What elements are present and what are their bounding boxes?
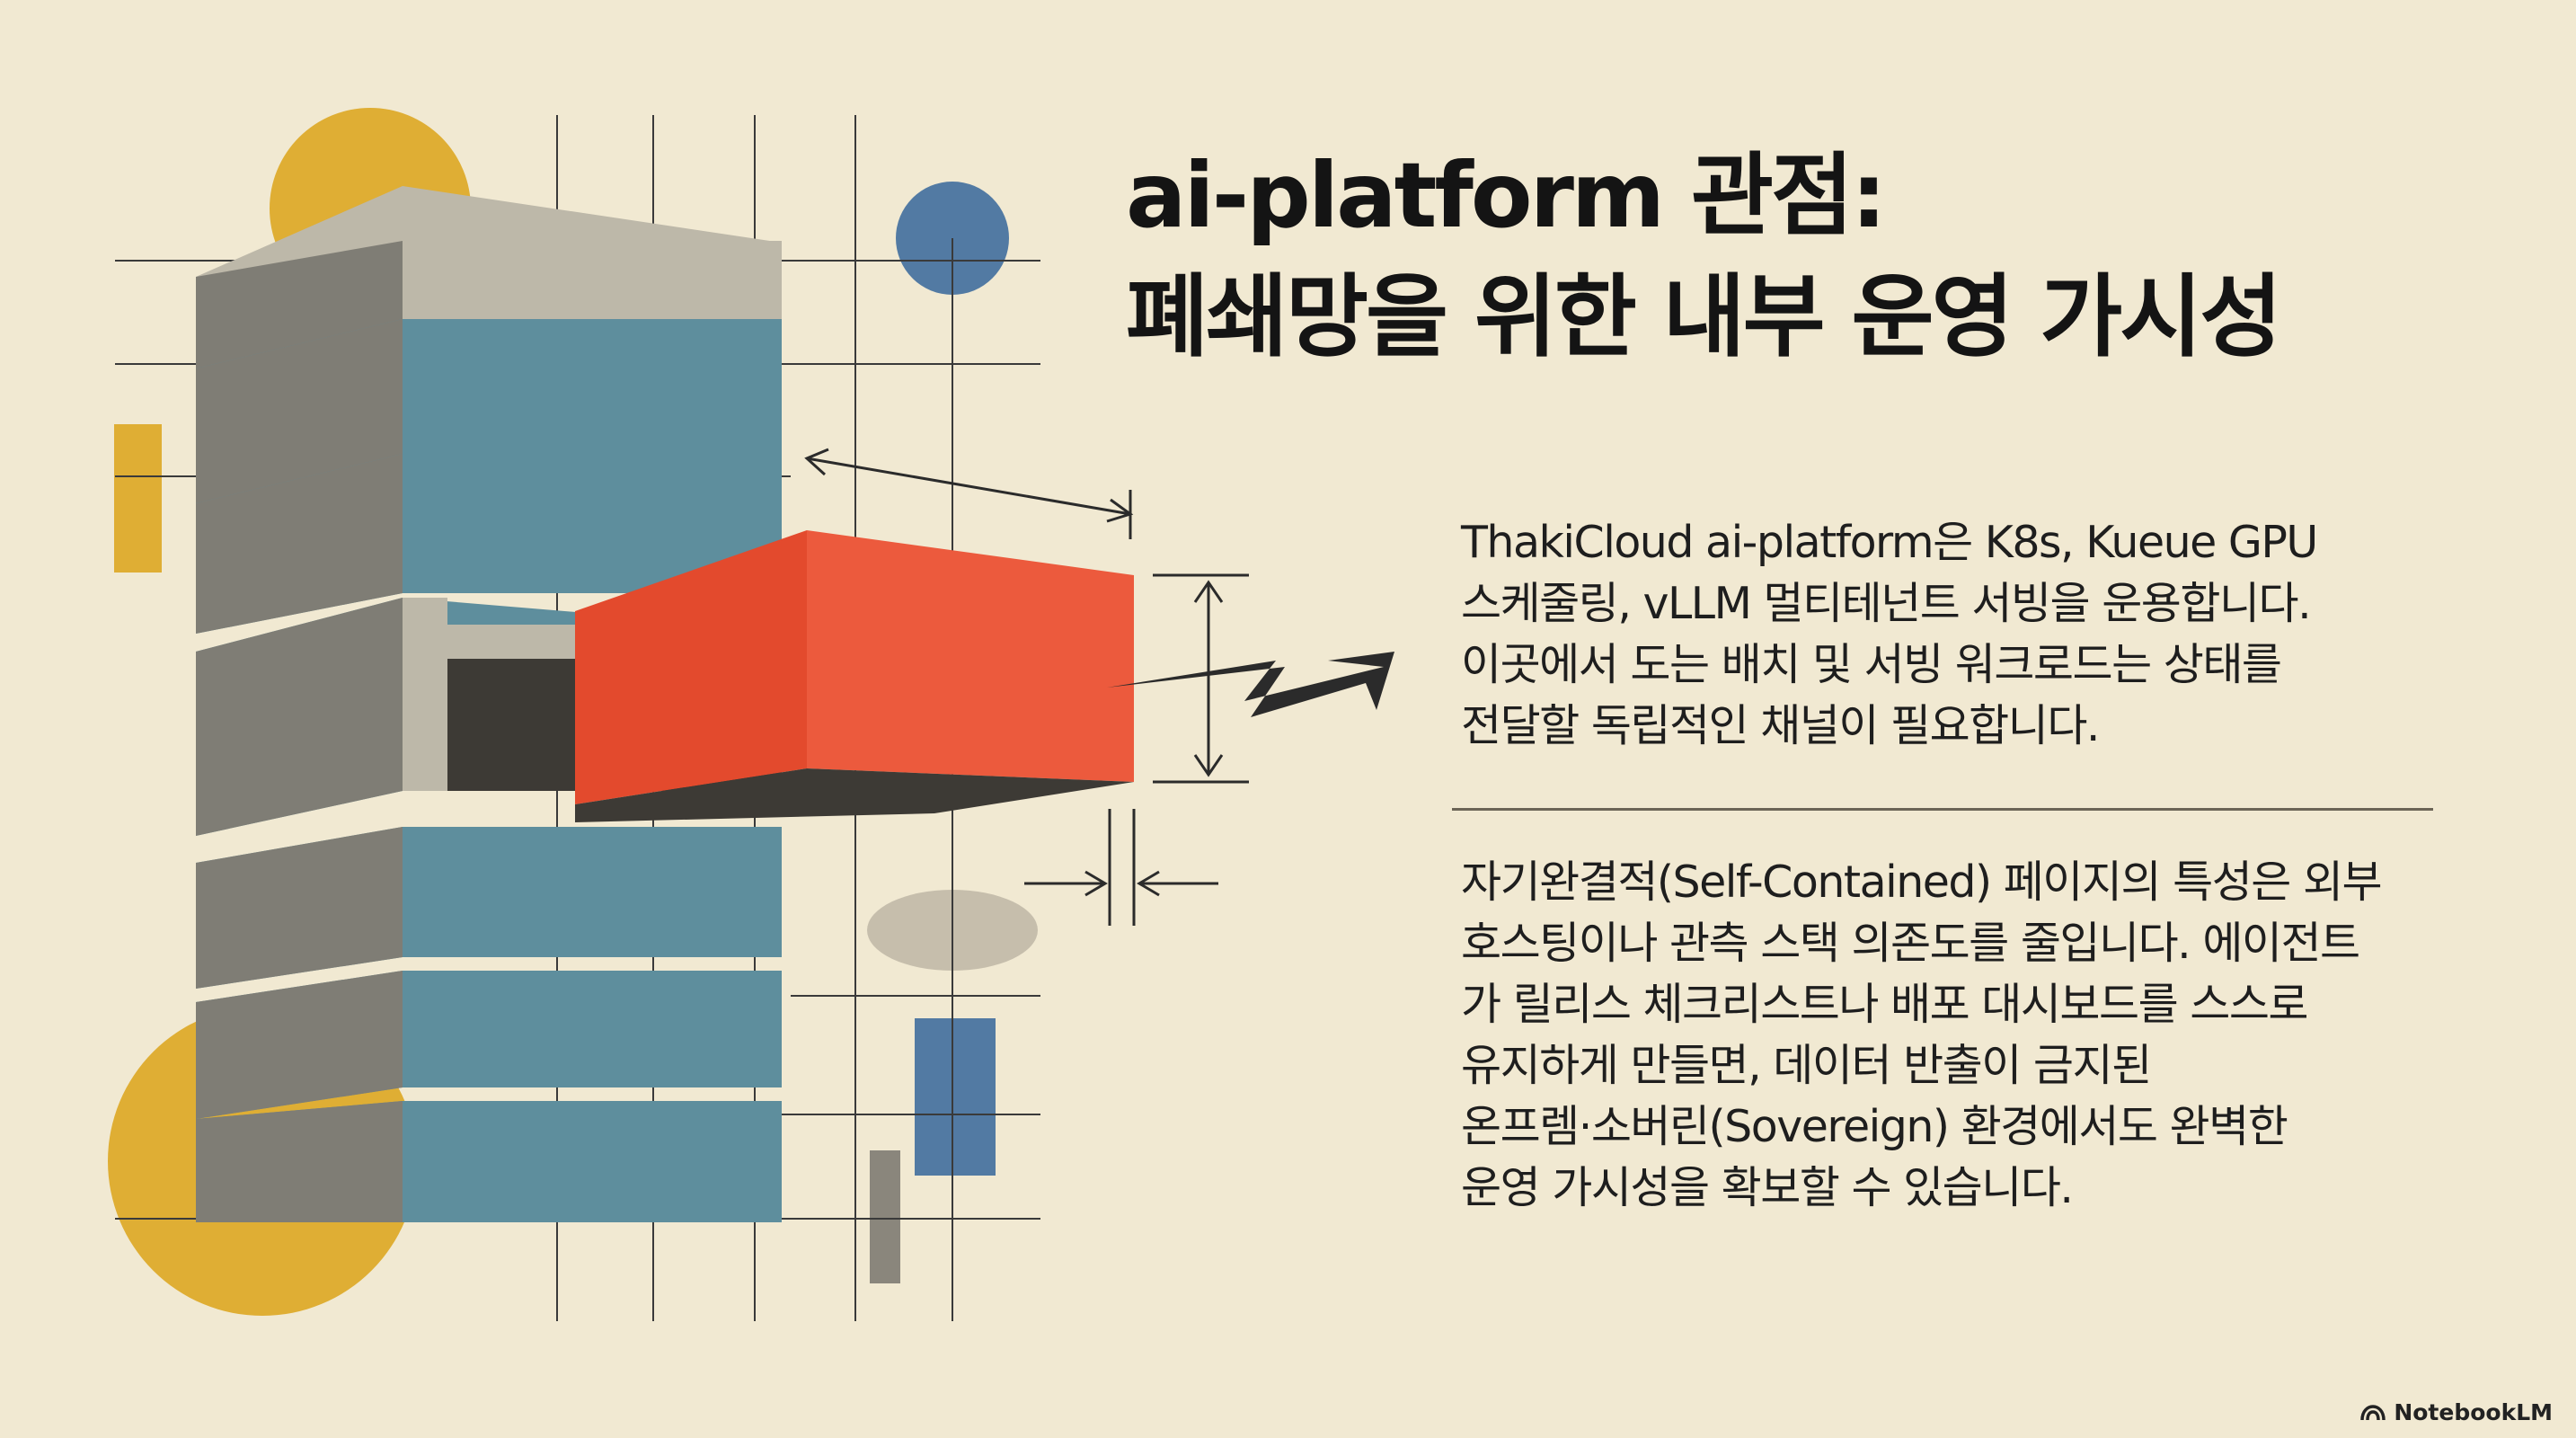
blue-rect-bottom xyxy=(915,1018,996,1176)
notebooklm-logo-icon xyxy=(2360,1404,2386,1420)
paragraph-line: 온프렘·소버린(Sovereign) 환경에서도 완벽한 xyxy=(1461,1101,2288,1152)
coral-extruded-block xyxy=(575,530,1134,822)
title-line-1: ai-platform 관점: xyxy=(1126,143,1887,248)
paragraph-line: 운영 가시성을 확보할 수 있습니다. xyxy=(1461,1162,2074,1213)
paragraph-line: 가 릴리스 체크리스트나 배포 대시보드를 스스로 xyxy=(1461,979,2308,1030)
title-line-2: 폐쇄망을 위한 내부 운영 가시성 xyxy=(1126,264,2282,369)
brand-label: NotebookLM xyxy=(2394,1399,2553,1425)
paragraph-line: 자기완결적(Self-Contained) 페이지의 특성은 외부 xyxy=(1461,857,2383,908)
paragraph-line: 유지하게 만들면, 데이터 반출이 금지된 xyxy=(1461,1040,2152,1091)
server-block-6 xyxy=(196,971,782,1119)
paragraph-self-contained: 자기완결적(Self-Contained) 페이지의 특성은 외부 호스팅이나 … xyxy=(1461,852,2383,1219)
mustard-bar-left xyxy=(114,424,162,573)
paragraph-line: 스케줄링, vLLM 멀티테넌트 서빙을 운용합니다. xyxy=(1461,578,2312,629)
server-block-3 xyxy=(196,454,782,634)
gray-bar-bottom xyxy=(870,1150,900,1283)
lightning-arrow-icon xyxy=(1107,652,1394,717)
slide-title: ai-platform 관점: 폐쇄망을 위한 내부 운영 가시성 xyxy=(1126,135,2474,377)
server-block-bottom xyxy=(196,1101,782,1222)
server-block-5 xyxy=(196,827,782,989)
paragraph-line: 전달할 독립적인 채널이 필요합니다. xyxy=(1461,700,2101,751)
dimension-markers xyxy=(804,448,1249,926)
paragraph-platform-overview: ThakiCloud ai-platform은 K8s, Kueue GPU 스… xyxy=(1461,512,2318,757)
paragraph-line: 이곳에서 도는 배치 및 서빙 워크로드는 상태를 xyxy=(1461,639,2282,690)
paragraph-line: ThakiCloud ai-platform은 K8s, Kueue GPU xyxy=(1461,517,2318,568)
paragraph-line: 호스팅이나 관측 스택 의존도를 줄입니다. 에이전트 xyxy=(1461,918,2360,969)
notebooklm-badge: NotebookLM xyxy=(2359,1399,2553,1425)
section-divider xyxy=(1452,808,2433,811)
server-stack-illustration xyxy=(108,108,1394,1321)
